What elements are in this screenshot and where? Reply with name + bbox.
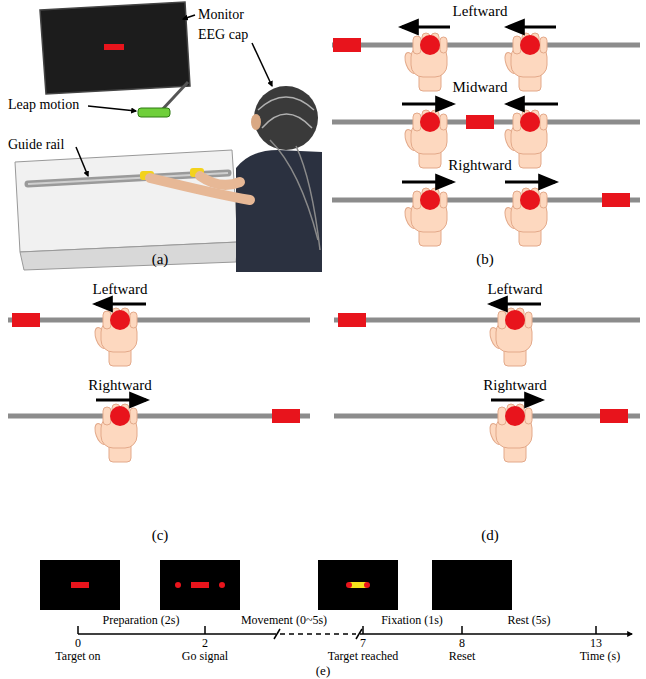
right-hand-panel — [334, 304, 640, 462]
panel-tag: (e) — [316, 664, 330, 678]
tick-number: 13 — [590, 637, 602, 650]
left-hand-panel — [8, 304, 310, 462]
event-label: Go signal — [182, 650, 228, 663]
event-label: Target reached — [328, 650, 399, 663]
tick-number: 8 — [459, 637, 465, 650]
direction-label: Rightward — [483, 378, 546, 394]
panel-tag: (d) — [481, 528, 499, 544]
panel-tag: (b) — [476, 252, 494, 268]
direction-label: Leftward — [453, 4, 508, 20]
phase-label: Movement (0~5s) — [241, 614, 327, 627]
tick-number: 7 — [360, 637, 366, 650]
setup-photo — [15, 2, 322, 272]
phase-label: Fixation (1s) — [381, 614, 443, 627]
direction-label: Midward — [453, 80, 508, 96]
event-label: Reset — [449, 650, 476, 663]
part-label: EEG cap — [198, 28, 248, 43]
trial-timeline — [40, 560, 632, 639]
part-label: Leap motion — [8, 98, 79, 113]
direction-label: Leftward — [93, 282, 148, 298]
phase-label: Rest (5s) — [508, 614, 551, 627]
tick-number: 2 — [202, 637, 208, 650]
part-label: Monitor — [198, 8, 244, 23]
panel-tag: (a) — [152, 252, 169, 268]
panel-tag: (c) — [152, 528, 169, 544]
axis-title: Time (s) — [580, 650, 621, 663]
bimanual-panel — [332, 27, 640, 246]
direction-label: Rightward — [448, 158, 511, 174]
direction-label: Rightward — [88, 378, 151, 394]
direction-label: Leftward — [488, 282, 543, 298]
phase-label: Preparation (2s) — [103, 614, 180, 627]
part-label: Guide rail — [8, 138, 64, 153]
tick-number: 0 — [75, 637, 81, 650]
event-label: Target on — [55, 650, 100, 663]
